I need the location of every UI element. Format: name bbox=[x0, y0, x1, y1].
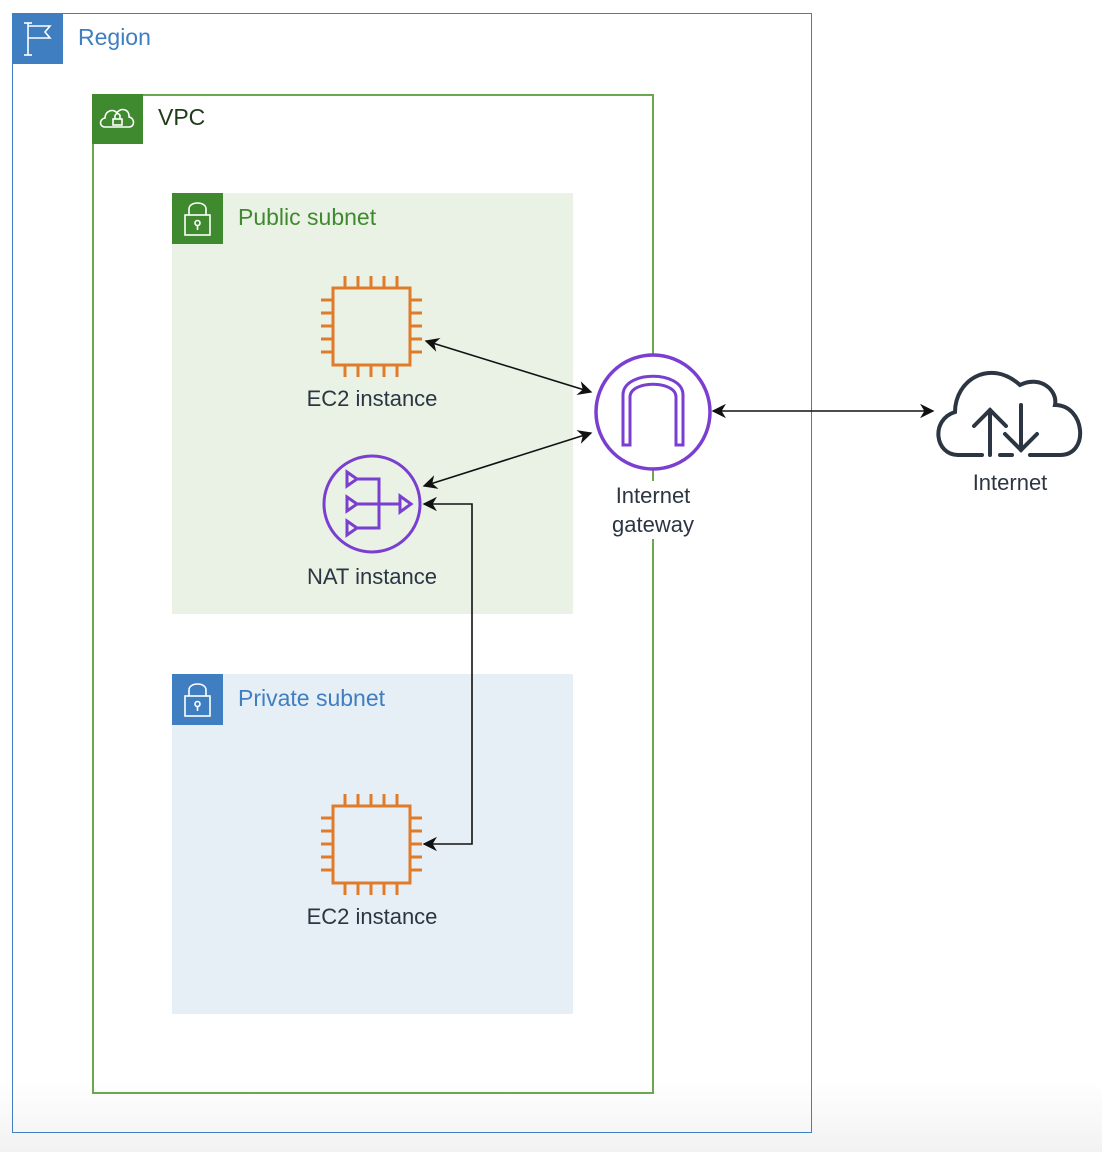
igw-label-line2: gateway bbox=[612, 512, 694, 537]
lock-icon bbox=[184, 683, 211, 717]
vpc-container bbox=[92, 94, 654, 1094]
cloud-upload-download-icon[interactable] bbox=[936, 371, 1083, 457]
cloud-lock-icon bbox=[99, 108, 135, 128]
igw-label: Internet gateway bbox=[583, 481, 723, 539]
private-subnet-label: Private subnet bbox=[238, 685, 386, 711]
private-subnet-container bbox=[172, 674, 573, 1014]
edge-public-ec2-igw bbox=[424, 337, 593, 396]
private-subnet-tag bbox=[172, 674, 223, 725]
public-subnet-label: Public subnet bbox=[238, 204, 377, 230]
vpc-label: VPC bbox=[158, 104, 206, 130]
region-label: Region bbox=[78, 24, 151, 50]
edge-private-ec2-nat bbox=[422, 496, 473, 852]
internet-label: Internet bbox=[972, 470, 1048, 495]
edge-nat-igw bbox=[422, 430, 593, 489]
region-container bbox=[12, 13, 812, 1133]
public-subnet-container bbox=[172, 193, 573, 614]
private-ec2-label: EC2 instance bbox=[306, 904, 438, 929]
igw-label-line1: Internet bbox=[615, 483, 691, 508]
lock-icon bbox=[184, 202, 211, 236]
nat-label: NAT instance bbox=[306, 564, 438, 589]
vpc-tag bbox=[92, 94, 143, 144]
public-subnet-tag bbox=[172, 193, 223, 244]
public-ec2-icon[interactable] bbox=[321, 276, 422, 377]
region-tag bbox=[12, 13, 63, 64]
internet-gateway-icon[interactable] bbox=[594, 353, 712, 471]
connectors bbox=[422, 337, 935, 852]
flag-icon bbox=[24, 22, 52, 56]
nat-icon[interactable] bbox=[322, 454, 422, 554]
public-ec2-label: EC2 instance bbox=[306, 386, 438, 411]
private-ec2-icon[interactable] bbox=[321, 794, 422, 895]
